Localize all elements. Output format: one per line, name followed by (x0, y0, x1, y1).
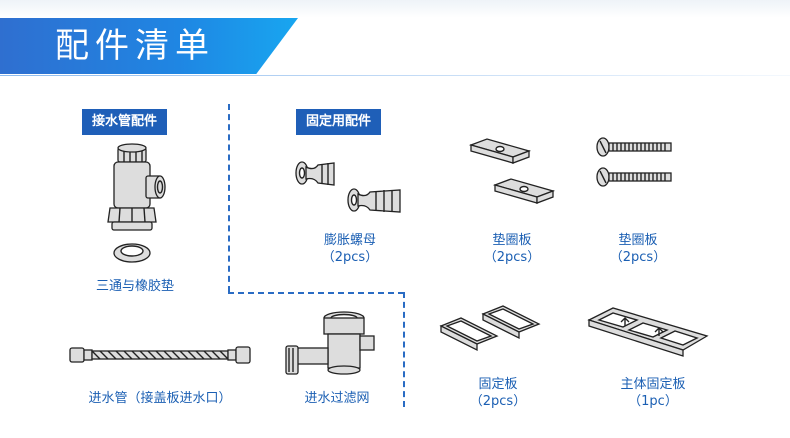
caption-fixing-plate: 固定板 （2pcs） (448, 376, 548, 410)
bolt-image (596, 137, 672, 187)
divider-horizontal (228, 292, 404, 294)
header-banner: 配件清单 (0, 18, 298, 74)
caption-tee: 三通与橡胶垫 (95, 279, 174, 294)
caption-bolt: 垫圈板 （2pcs） (588, 232, 688, 266)
fixing-plate-qty: （2pcs） (469, 394, 527, 409)
caption-main-fixing-plate: 主体固定板 （1pc） (598, 376, 708, 410)
section-tag-water: 接水管配件 (82, 109, 168, 135)
caption-washer-plate: 垫圈板 （2pcs） (462, 232, 562, 266)
bolt-name: 垫圈板 (618, 233, 658, 248)
page-title: 配件清单 (55, 26, 215, 66)
expansion-nut-qty: （2pcs） (321, 250, 379, 265)
main-fixing-plate-qty: （1pc） (628, 394, 678, 409)
bolt-qty: （2pcs） (609, 250, 667, 265)
washer-plate-name: 垫圈板 (492, 233, 532, 248)
caption-expansion-nut: 膨胀螺母 （2pcs） (300, 232, 400, 266)
section-tag-fixing: 固定用配件 (296, 109, 382, 135)
divider-vertical-left (228, 104, 230, 292)
tee-fitting-image (107, 143, 166, 263)
caption-hose: 进水管（接盖板进水口） (88, 391, 232, 406)
caption-filter: 进水过滤网 (304, 391, 370, 406)
expansion-nut-image (295, 161, 401, 213)
top-shade (0, 0, 790, 18)
main-fixing-plate-image (587, 307, 709, 357)
washer-plate-image (468, 138, 556, 204)
header-underline (0, 75, 790, 76)
fixing-plate-name: 固定板 (478, 377, 518, 392)
divider-vertical-right (403, 292, 405, 407)
hose-image (69, 346, 251, 364)
main-fixing-plate-name: 主体固定板 (620, 377, 686, 392)
expansion-nut-name: 膨胀螺母 (323, 233, 376, 248)
washer-plate-qty: （2pcs） (483, 250, 541, 265)
filter-image (285, 311, 375, 375)
fixing-plate-image (439, 305, 541, 352)
